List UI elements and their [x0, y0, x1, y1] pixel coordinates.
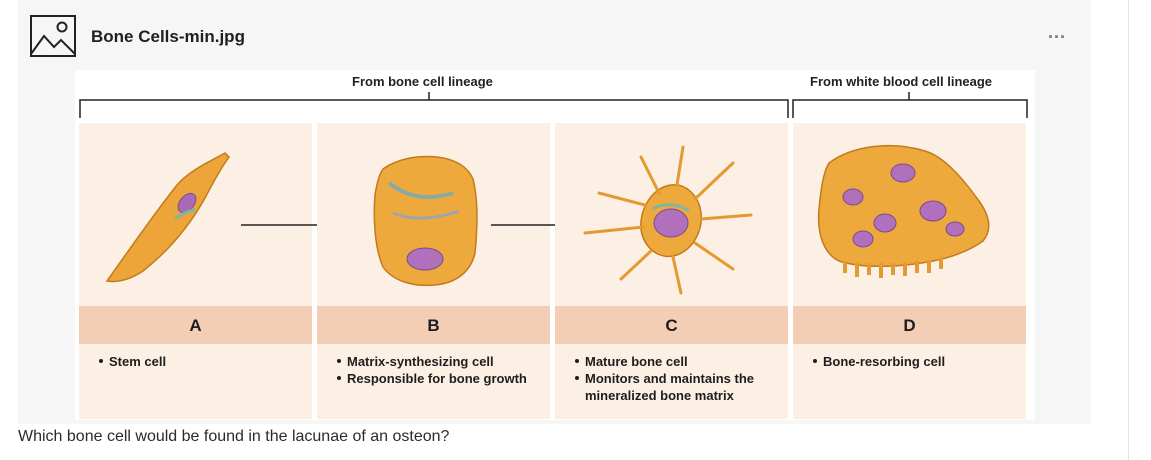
panel-b-item: Matrix-synthesizing cell	[337, 353, 547, 370]
panel-b-description: Matrix-synthesizing cell Responsible for…	[337, 353, 547, 387]
panel-c-item: Mature bone cell	[575, 353, 785, 370]
lineage-label-bone: From bone cell lineage	[352, 74, 493, 89]
stem-cell-illustration	[105, 152, 230, 283]
panel-b-item: Responsible for bone growth	[337, 370, 547, 387]
resorbing-cell-illustration	[817, 144, 990, 278]
panel-c: C Mature bone cell Monitors and maintain…	[555, 123, 788, 419]
panel-d-description: Bone-resorbing cell	[813, 353, 1023, 370]
question-text: Which bone cell would be found in the la…	[18, 428, 450, 445]
panel-a: A Stem cell	[79, 123, 367, 419]
panel-c-item: Monitors and maintains the	[575, 370, 785, 387]
panel-a-description: Stem cell	[99, 353, 309, 370]
image-icon[interactable]	[29, 14, 77, 58]
panel-d-band: D	[793, 306, 1026, 344]
more-options-icon[interactable]: ...	[1048, 22, 1067, 42]
panel-c-letter: C	[665, 316, 678, 335]
panel-d: D Bone-resorbing cell	[793, 123, 1026, 419]
panel-d-item: Bone-resorbing cell	[813, 353, 1023, 370]
bone-cells-figure: From bone cell lineage From white blood …	[75, 70, 1035, 420]
file-name[interactable]: Bone Cells-min.jpg	[91, 27, 245, 46]
lineage-label-wbc: From white blood cell lineage	[810, 74, 993, 89]
panel-c-item-continued: mineralized bone matrix	[585, 388, 734, 403]
panel-c-band: C	[555, 306, 788, 344]
panel-c-description: Mature bone cell Monitors and maintains …	[575, 353, 785, 404]
lineage-brackets	[79, 92, 1028, 118]
panel-a-letter: A	[189, 316, 202, 335]
panel-a-item: Stem cell	[99, 353, 309, 370]
panel-a-band: A	[79, 306, 312, 344]
panel-b-band: B	[317, 306, 550, 344]
panel-divider	[1128, 0, 1129, 460]
panel-b: B Matrix-synthesizing cell Responsible f…	[317, 123, 597, 419]
panel-b-letter: B	[427, 316, 440, 335]
mature-cell-illustration	[583, 145, 753, 295]
panel-d-letter: D	[903, 316, 916, 335]
matrix-cell-illustration	[373, 155, 478, 287]
